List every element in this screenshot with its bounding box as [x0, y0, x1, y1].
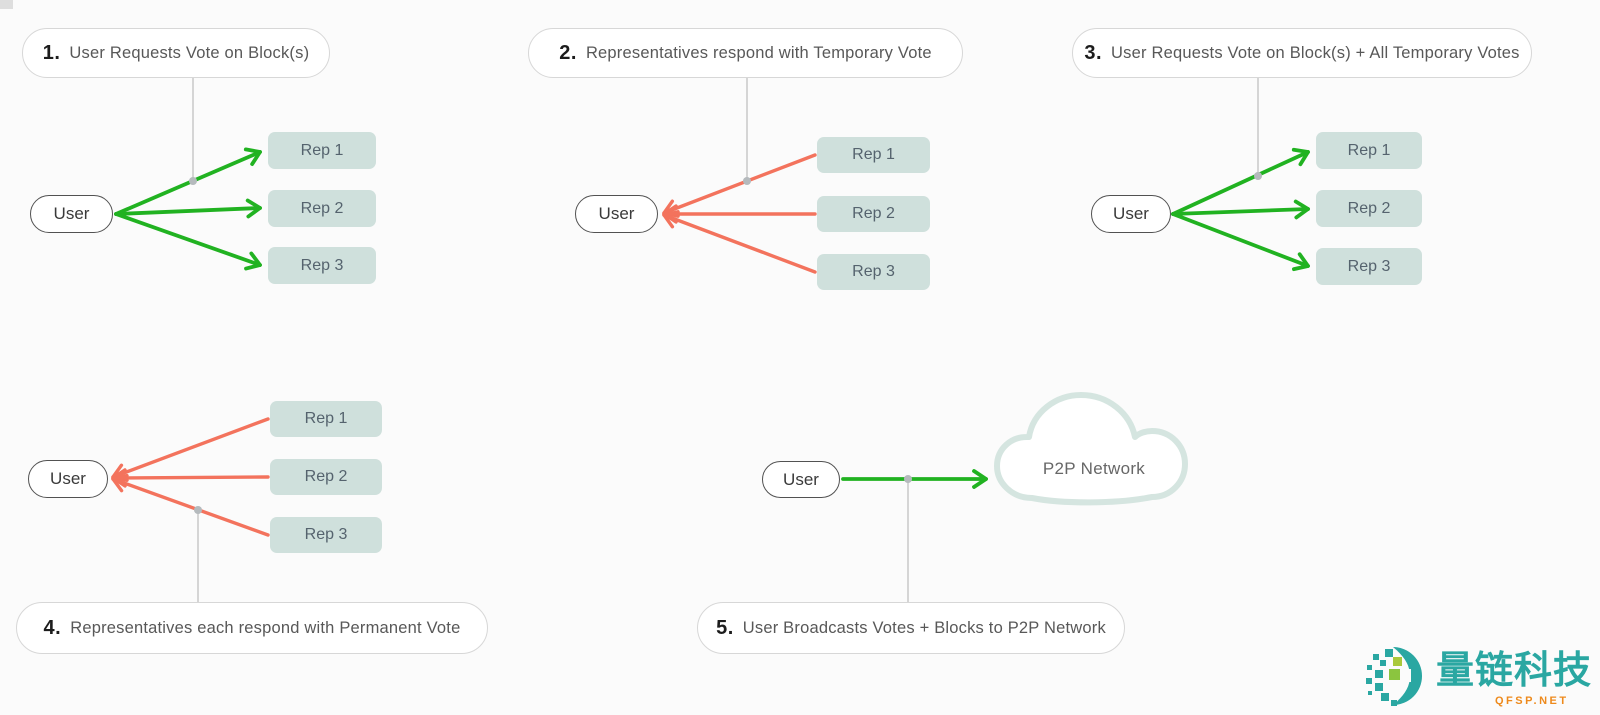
- step3-label-pill: 3. User Requests Vote on Block(s) + All …: [1072, 28, 1532, 78]
- step5-label-pill: 5. User Broadcasts Votes + Blocks to P2P…: [697, 602, 1125, 654]
- p4-rep1-node: Rep 1: [270, 401, 382, 437]
- p2-user-node: User: [575, 195, 658, 233]
- p2-rep3-node: Rep 3: [817, 254, 930, 290]
- p2-rep2-node: Rep 2: [817, 196, 930, 232]
- arrow-p2-rep3-to-user: [662, 210, 817, 274]
- arrow-p2-rep1-to-user: [662, 153, 817, 218]
- p4-rep3-node: Rep 3: [270, 517, 382, 553]
- panel2-arrows: [662, 153, 817, 274]
- step4-label-pill: 4. Representatives each respond with Per…: [16, 602, 488, 654]
- dot-step3: [1254, 172, 1262, 180]
- panel4-arrows: [111, 417, 270, 537]
- dot-step2: [743, 177, 751, 185]
- arrow-p3-user-to-rep3: [1171, 212, 1310, 272]
- connector-dots: [189, 172, 1262, 514]
- p1-rep2-node: Rep 2: [268, 190, 376, 227]
- p2p-network-label: P2P Network: [1042, 459, 1146, 478]
- step1-number: 1.: [42, 41, 61, 64]
- brand-site-url: QFSP.NET: [1495, 695, 1569, 707]
- step5-number: 5.: [716, 616, 734, 639]
- arrow-p3-user-to-rep2: [1171, 199, 1310, 220]
- step1-label: User Requests Vote on Block(s): [69, 43, 310, 62]
- arrow-p1-user-to-rep3: [114, 212, 262, 271]
- dot-step4: [194, 506, 202, 514]
- p1-rep1-node: Rep 1: [268, 132, 376, 169]
- pill-connector-lines: [192, 78, 1259, 602]
- p1-rep3-node: Rep 3: [268, 247, 376, 284]
- arrow-p4-rep3-to-user: [111, 473, 270, 537]
- arrow-p4-rep1-to-user: [111, 417, 270, 482]
- arrow-p4-rep2-to-user: [111, 468, 270, 488]
- dot-step1: [189, 177, 197, 185]
- step5-label: User Broadcasts Votes + Blocks to P2P Ne…: [742, 618, 1106, 637]
- p3-user-node: User: [1091, 195, 1171, 233]
- p3-rep2-node: Rep 2: [1316, 190, 1422, 227]
- step4-number: 4.: [43, 616, 62, 639]
- step2-label: Representatives respond with Temporary V…: [585, 43, 932, 62]
- watermark: 量链科技 QFSP.NET: [1362, 640, 1600, 712]
- p3-rep1-node: Rep 1: [1316, 132, 1422, 169]
- p5-user-node: User: [762, 461, 840, 498]
- brand-logo-icon: [1366, 647, 1423, 706]
- panel3-arrows: [1171, 147, 1310, 272]
- dot-step5: [904, 475, 912, 483]
- arrow-p3-user-to-rep1: [1171, 147, 1310, 216]
- p4-rep2-node: Rep 2: [270, 459, 382, 495]
- arrow-p1-user-to-rep1: [114, 147, 262, 216]
- step2-number: 2.: [559, 41, 577, 64]
- step4-label: Representatives each respond with Perman…: [70, 618, 461, 637]
- p2-rep1-node: Rep 1: [817, 137, 930, 173]
- panel1-arrows: [114, 147, 262, 271]
- step1-label-pill: 1. User Requests Vote on Block(s): [22, 28, 330, 78]
- p1-user-node: User: [30, 195, 113, 233]
- step2-label-pill: 2. Representatives respond with Temporar…: [528, 28, 963, 78]
- p3-rep3-node: Rep 3: [1316, 248, 1422, 285]
- corner-artifact: [0, 0, 13, 9]
- step3-label: User Requests Vote on Block(s) + All Tem…: [1111, 43, 1520, 62]
- arrow-p1-user-to-rep2: [114, 198, 262, 219]
- brand-name: 量链科技: [1436, 650, 1593, 692]
- p2p-network-cloud-icon: [994, 392, 1188, 506]
- p4-user-node: User: [28, 460, 108, 498]
- step3-number: 3.: [1084, 41, 1103, 64]
